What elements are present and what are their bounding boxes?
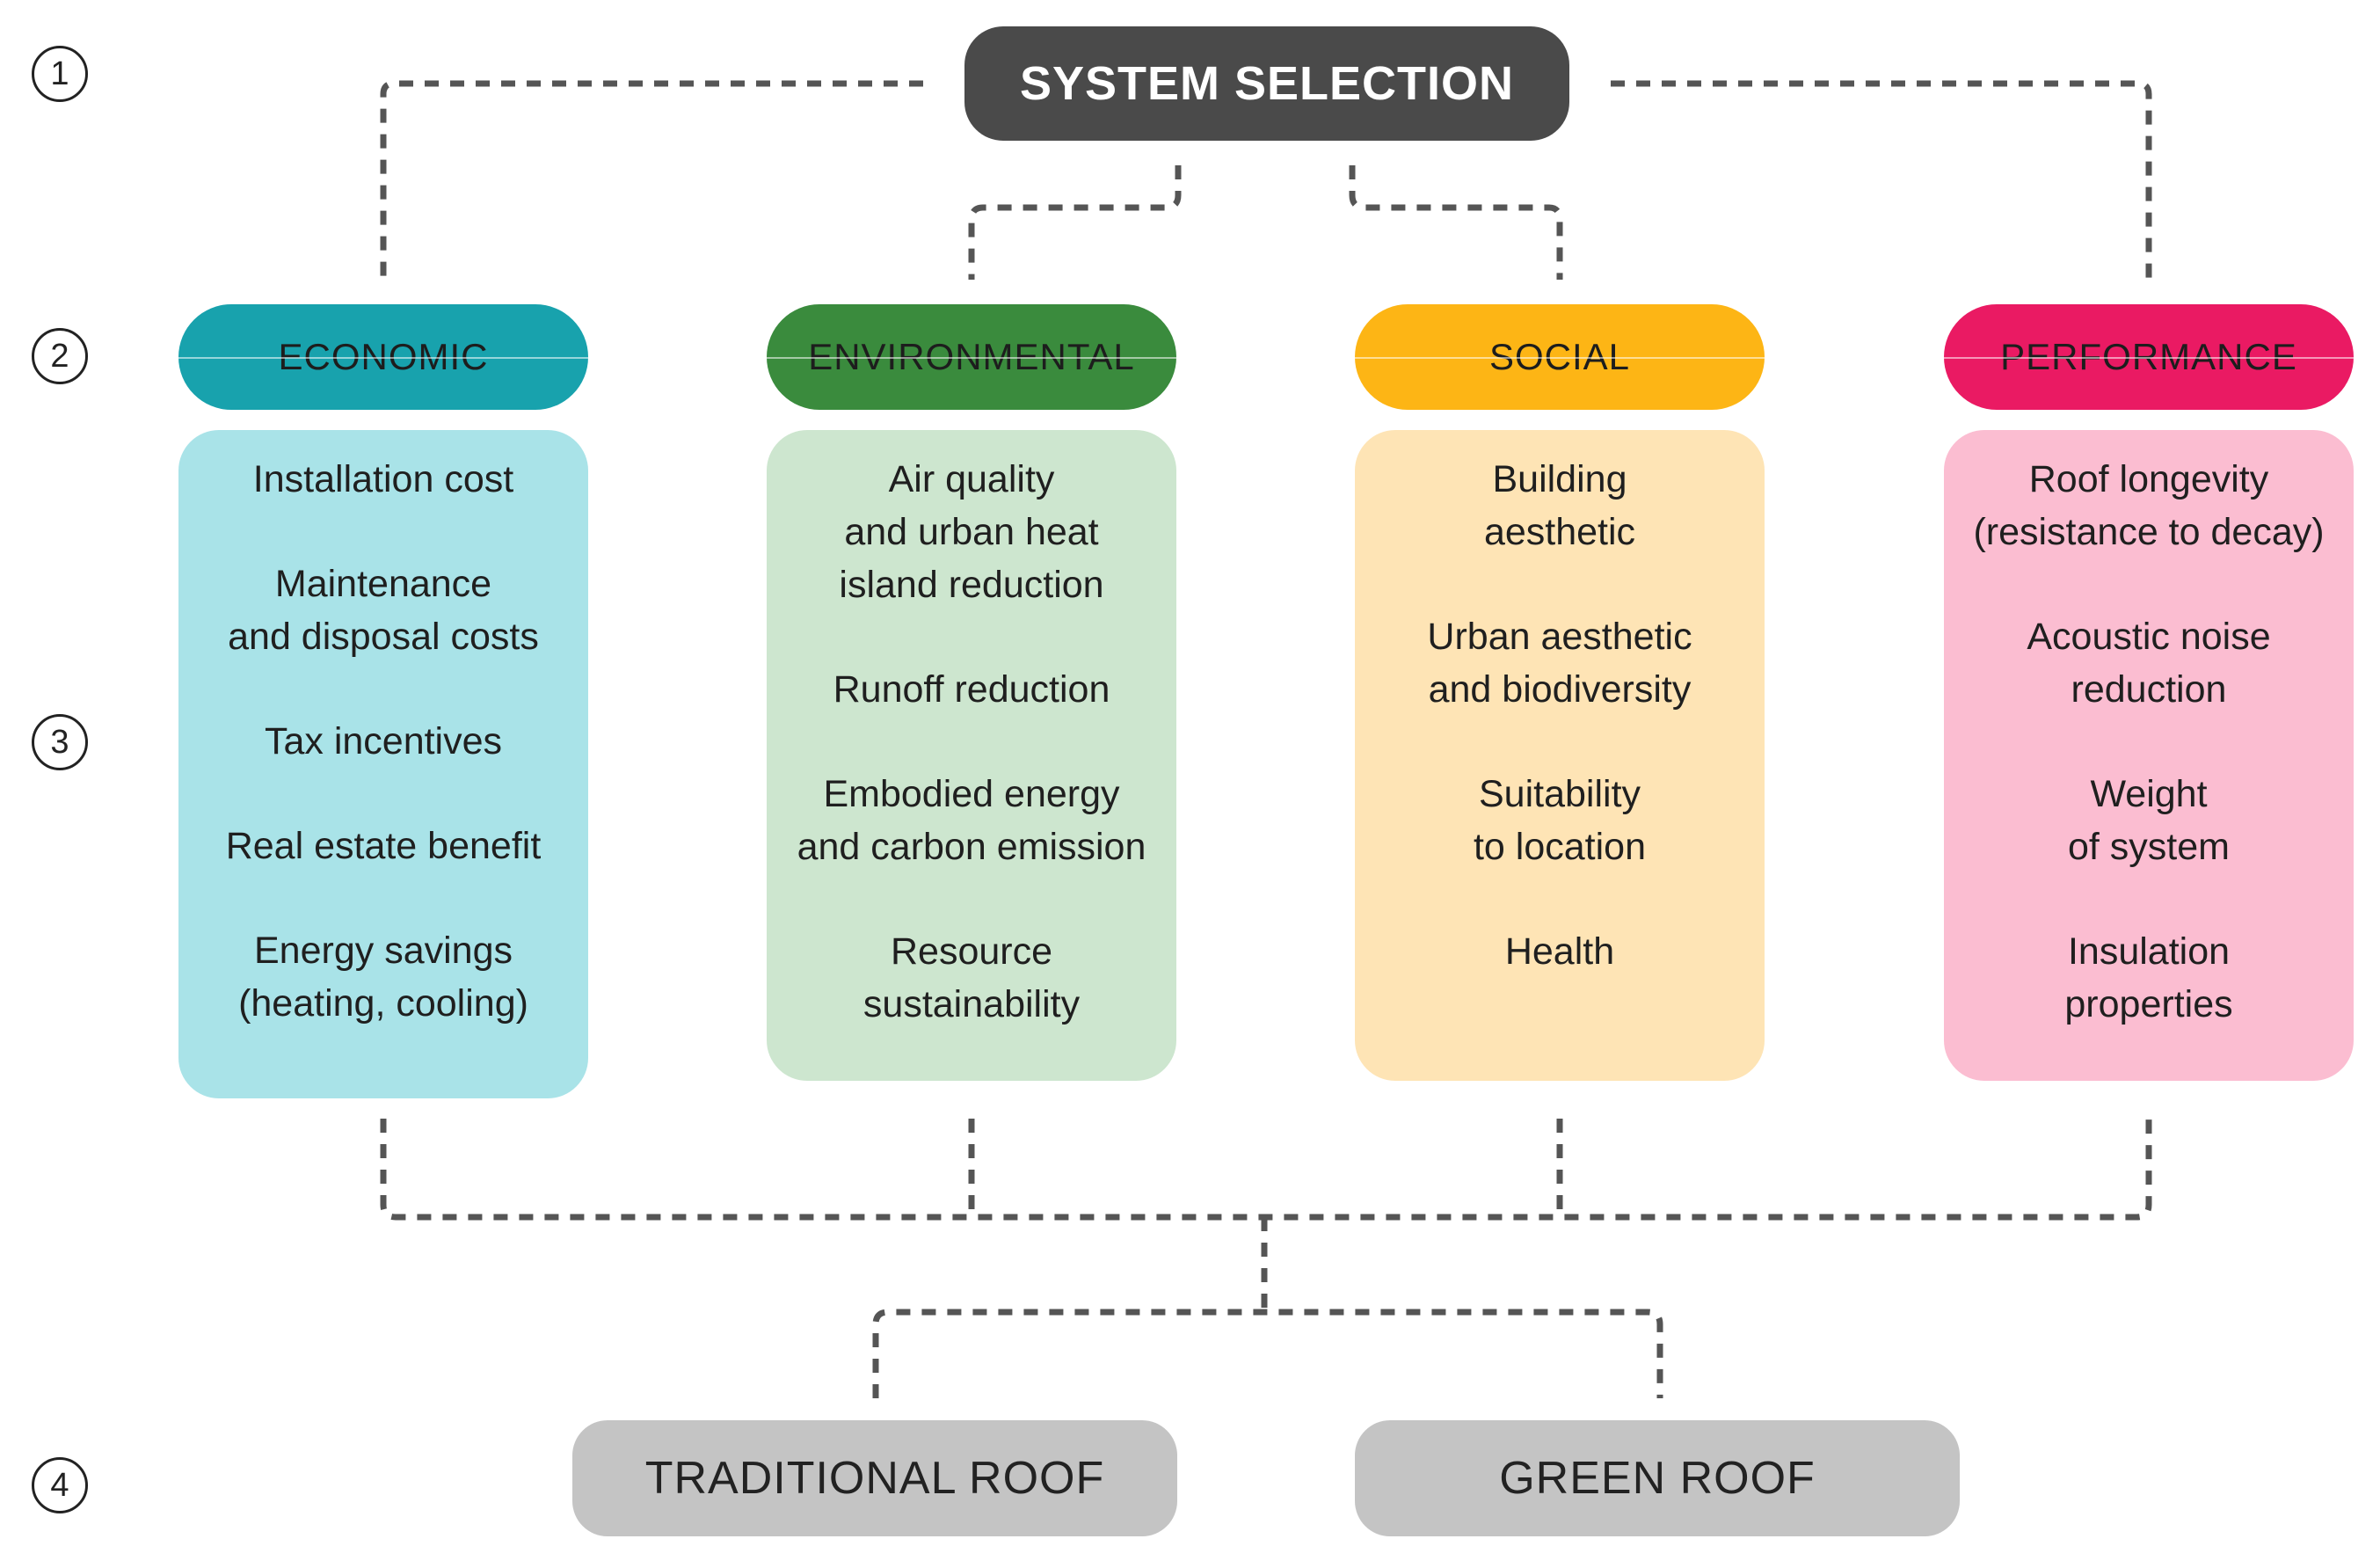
connector-top-to-economic <box>380 80 923 280</box>
step-marker-3: 3 <box>32 714 88 770</box>
connector-top-to-social <box>1349 165 1563 280</box>
criterion-item: Maintenance and disposal costs <box>228 563 539 658</box>
outcome-green-roof: GREEN ROOF <box>1355 1420 1960 1536</box>
criterion-item: Urban aesthetic and biodiversity <box>1427 616 1692 711</box>
criteria-box-performance: Roof longevity (resistance to decay) Acou… <box>1944 430 2354 1081</box>
category-header-social: SOCIAL <box>1355 304 1765 410</box>
outcome-traditional-roof: TRADITIONAL ROOF <box>572 1420 1177 1536</box>
connector-top-to-environmental <box>968 165 1182 280</box>
system-selection-node: SYSTEM SELECTION <box>964 26 1569 141</box>
criterion-item: Suitability to location <box>1473 773 1647 868</box>
criterion-item: Weight of system <box>2068 773 2230 868</box>
criterion-item: Embodied energy and carbon emission <box>797 773 1146 868</box>
criterion-item: Real estate benefit <box>225 825 542 867</box>
category-header-performance: PERFORMANCE <box>1944 304 2354 410</box>
step-marker-2: 2 <box>32 328 88 384</box>
criterion-item: Health <box>1504 930 1615 973</box>
criterion-item: Energy savings (heating, cooling) <box>238 930 528 1025</box>
criterion-item: Resource sustainability <box>862 930 1081 1025</box>
criterion-item: Air quality and urban heat island reduct… <box>839 458 1104 606</box>
criterion-item: Acoustic noise reduction <box>2027 616 2271 711</box>
category-header-economic: ECONOMIC <box>178 304 588 410</box>
criterion-item: Runoff reduction <box>833 668 1110 711</box>
connector-top-to-performance <box>1611 80 2152 280</box>
criterion-item: Installation cost <box>252 458 514 500</box>
category-header-environmental: ENVIRONMENTAL <box>767 304 1176 410</box>
connector-bottom-bus <box>380 1119 2152 1221</box>
criterion-item: Tax incentives <box>264 720 503 762</box>
criteria-box-environmental: Air quality and urban heat island reduct… <box>767 430 1176 1081</box>
criterion-item: Roof longevity (resistance to decay) <box>1973 458 2325 553</box>
connector-split-to-outcomes <box>872 1309 1663 1398</box>
step-marker-4: 4 <box>32 1457 88 1513</box>
step-marker-1: 1 <box>32 46 88 102</box>
criterion-item: Building aesthetic <box>1483 458 1636 553</box>
criterion-item: Insulation properties <box>2064 930 2233 1025</box>
